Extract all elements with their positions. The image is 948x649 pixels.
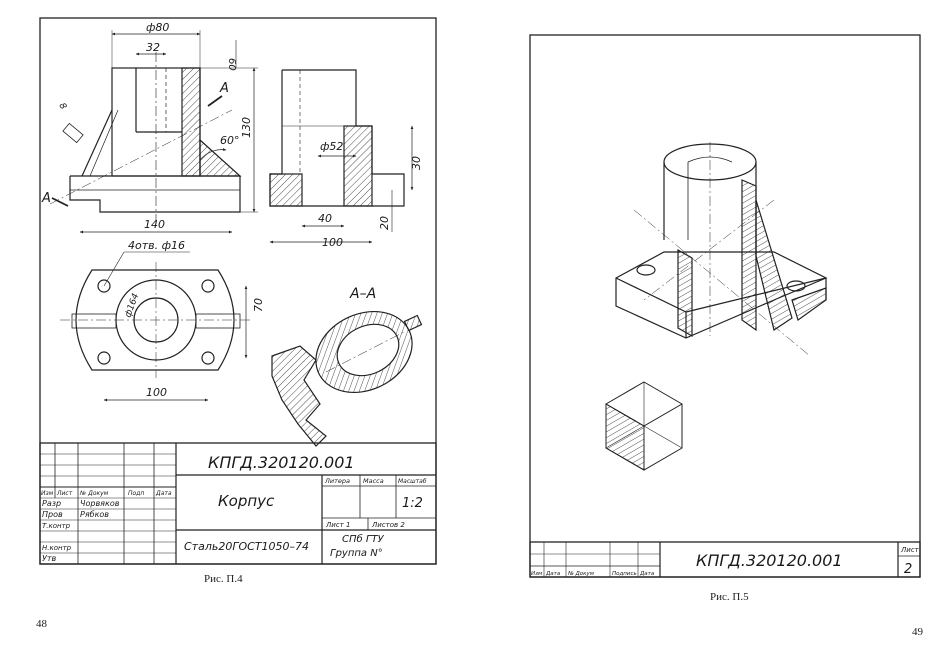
tb-col-izm: Изм (41, 490, 54, 497)
drawing-sheet-p5: КПГД.320120.001 Изм Дата № Докум Подпись… (529, 34, 921, 578)
dim-d130: 130 (240, 117, 253, 138)
tb-right-col-data1: Дата (545, 571, 561, 577)
tb-sheet: Лист 1 (325, 521, 350, 529)
figure-caption-p4: Рис. П.4 (204, 573, 243, 585)
tb-right-sheet-label: Лист (900, 546, 920, 554)
dim-holes: 4отв. ф16 (128, 239, 185, 252)
dim-d60: 60 (226, 58, 237, 71)
dim-d52: ф52 (320, 140, 343, 153)
dim-d30: 30 (410, 156, 423, 170)
dim-d140: 140 (144, 218, 165, 231)
tb-role-prov: Пров (42, 510, 63, 519)
dim-d80: ф80 (146, 21, 169, 34)
dim-d100-plan: 100 (146, 386, 167, 399)
section-mark-bottom: А (41, 191, 51, 206)
left-page: ф80 32 60 130 8 60° А А ф52 40 100 30 20 (36, 17, 437, 630)
dim-d20: 20 (378, 216, 391, 230)
section-mark-top: А (219, 81, 229, 96)
dim-d40: 40 (318, 212, 332, 225)
tb-role-razr: Разр (42, 499, 61, 508)
tb-col-list: Лист (56, 490, 73, 497)
tb-col-dokum: № Докум (79, 490, 109, 497)
tb-group: Группа N° (330, 548, 383, 559)
tb-litera: Литера (324, 477, 350, 485)
tb-name: Корпус (218, 492, 275, 510)
front-view (49, 30, 258, 222)
dim-angle60: 60° (220, 134, 240, 147)
tb-right-col-data2: Дата (639, 571, 655, 577)
tb-org: СПб ГТУ (342, 533, 385, 545)
section-aa (271, 310, 423, 447)
tb-right-col-dokum: № Докум (567, 571, 594, 577)
tb-role-tkontr: Т.контр (42, 522, 71, 530)
figure-caption-p5: Рис. П.5 (710, 591, 749, 603)
tb-masshtab: Масштаб (398, 478, 427, 485)
tb-right-sheet-number: 2 (904, 562, 912, 577)
dim-d100-side: 100 (322, 236, 343, 249)
tb-right-col-podpis: Подпись (612, 571, 637, 577)
title-block (39, 442, 437, 565)
tb-designation: КПГД.320120.001 (208, 453, 355, 472)
dim-d8: 8 (56, 102, 68, 112)
tb-role-utv: Утв (42, 554, 57, 563)
hatch-cube (605, 381, 683, 471)
tb-col-podp: Подп (128, 490, 144, 497)
dim-d70: 70 (252, 298, 265, 312)
section-label: А–А (349, 286, 376, 302)
tb-massa: Масса (363, 477, 384, 485)
drawing-sheet-p4: ф80 32 60 130 8 60° А А ф52 40 100 30 20 (39, 17, 437, 565)
tb-person-prov: Рябков (80, 510, 109, 519)
tb-material: Сталь20ГОСТ1050–74 (184, 540, 309, 553)
tb-scale: 1:2 (402, 496, 423, 511)
tb-sheets: Листов 2 (371, 521, 405, 529)
page-number-left: 48 (36, 618, 47, 630)
plan-view (60, 230, 252, 402)
sheet-frame-right (529, 34, 921, 578)
title-block-right (529, 541, 921, 578)
tb-person-razr: Чорвяков (80, 499, 120, 508)
isometric-view (615, 142, 828, 357)
tb-right-designation: КПГД.320120.001 (696, 551, 843, 570)
page-number-right: 49 (912, 626, 923, 638)
right-page: КПГД.320120.001 Изм Дата № Докум Подпись… (474, 0, 948, 649)
tb-right-col-izm: Изм (531, 571, 542, 577)
tb-role-nkontr: Н.контр (42, 544, 72, 552)
side-view (269, 69, 414, 244)
dim-d32: 32 (146, 41, 160, 54)
tb-col-data: Дата (155, 490, 172, 497)
